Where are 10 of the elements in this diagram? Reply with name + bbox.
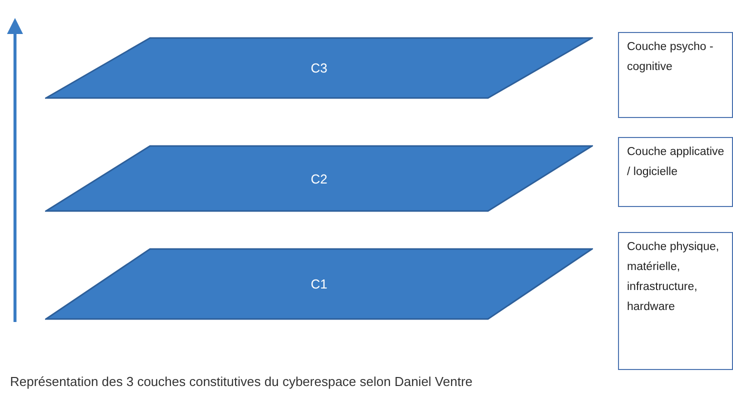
layer-label: C1 [310, 276, 328, 292]
layer-description: Couche psycho -cognitive [627, 40, 714, 75]
layer-description-box [618, 137, 733, 207]
layer-description: Couche physique, matérielle, infrastructure, hardware [627, 240, 720, 315]
layer-description-box [618, 32, 733, 118]
caption: Représentation des 3 couches constitutives du cyberespace selon Daniel Ventre [10, 373, 474, 391]
layer-label: C3 [310, 60, 328, 76]
layer-label: C2 [310, 171, 328, 186]
layer-description-box [618, 232, 733, 370]
layer-description: Couche applicative / logicielle [627, 145, 726, 180]
